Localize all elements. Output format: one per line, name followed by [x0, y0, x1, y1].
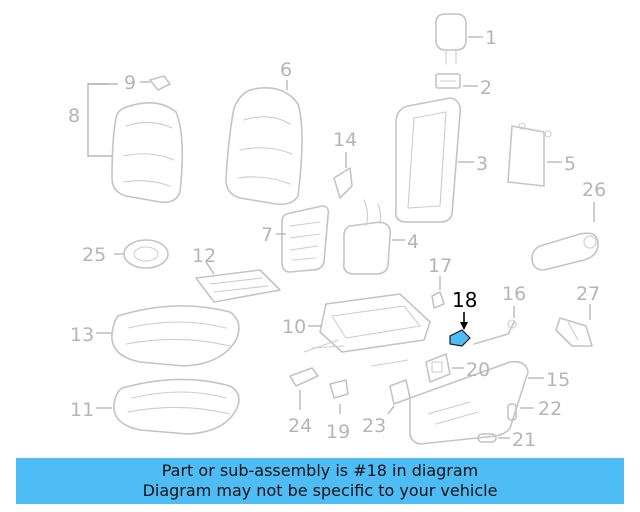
callout-16: 16 [502, 283, 526, 305]
callout-8: 8 [68, 105, 80, 127]
part-5-back-panel [507, 122, 562, 187]
part-22-knob [507, 403, 534, 421]
callout-27: 27 [576, 283, 600, 305]
part-27-actuator [555, 304, 593, 347]
part-20-switch [425, 353, 464, 383]
callout-20: 20 [466, 359, 490, 381]
callout-4: 4 [407, 231, 419, 253]
part-6-seatback-cover [225, 80, 303, 206]
part-3-seatback-frame [394, 97, 474, 223]
callout-14: 14 [333, 129, 357, 151]
part-10-seat-frame [303, 293, 431, 367]
callout-10: 10 [282, 316, 306, 338]
callout-5: 5 [564, 153, 576, 175]
callout-22: 22 [538, 398, 562, 420]
callout-23: 23 [362, 415, 386, 437]
banner-line-2: Diagram may not be specific to your vehi… [142, 481, 498, 500]
part-15-side-shield [409, 360, 544, 445]
callout-25: 25 [82, 244, 106, 266]
part-8-seatback-pad [87, 83, 184, 204]
callout-2: 2 [480, 77, 492, 99]
part-7-lumbar-support [276, 205, 330, 273]
callout-18: 18 [452, 288, 477, 312]
part-9-clip [140, 75, 171, 91]
part-24-cover [289, 367, 319, 410]
callout-17: 17 [428, 255, 452, 277]
part-16-rod [473, 306, 517, 345]
callout-26: 26 [582, 179, 606, 201]
callout-21: 21 [512, 429, 536, 451]
callout-3: 3 [476, 153, 488, 175]
part-26-motor [531, 202, 599, 271]
banner-line-1: Part or sub-assembly is #18 in diagram [161, 461, 479, 480]
callout-1: 1 [485, 27, 497, 49]
part-13-cushion-cover [96, 305, 240, 367]
callout-12: 12 [192, 245, 216, 267]
part-14-bracket [333, 152, 353, 199]
part-25-disk [114, 239, 169, 269]
callout-19: 19 [326, 421, 350, 443]
part-2-headrest-guide [435, 73, 478, 89]
part-21-button [477, 433, 510, 443]
callout-11: 11 [70, 399, 94, 421]
part-18-highlighted [449, 312, 471, 347]
part-4-cushion-pan [342, 199, 405, 275]
part-23-bracket [387, 379, 411, 415]
part-12-heater-mat [195, 261, 281, 303]
info-banner: Part or sub-assembly is #18 in diagram D… [16, 458, 624, 504]
callout-24: 24 [288, 415, 312, 437]
part-17-clip [431, 276, 445, 309]
callout-15: 15 [546, 369, 570, 391]
callout-7: 7 [261, 224, 273, 246]
callout-9: 9 [124, 72, 136, 94]
part-11-cushion-pad [96, 378, 240, 435]
part-1-headrest [435, 13, 483, 65]
callout-13: 13 [70, 324, 94, 346]
part-19-knob [329, 379, 349, 414]
callout-6: 6 [280, 59, 292, 81]
